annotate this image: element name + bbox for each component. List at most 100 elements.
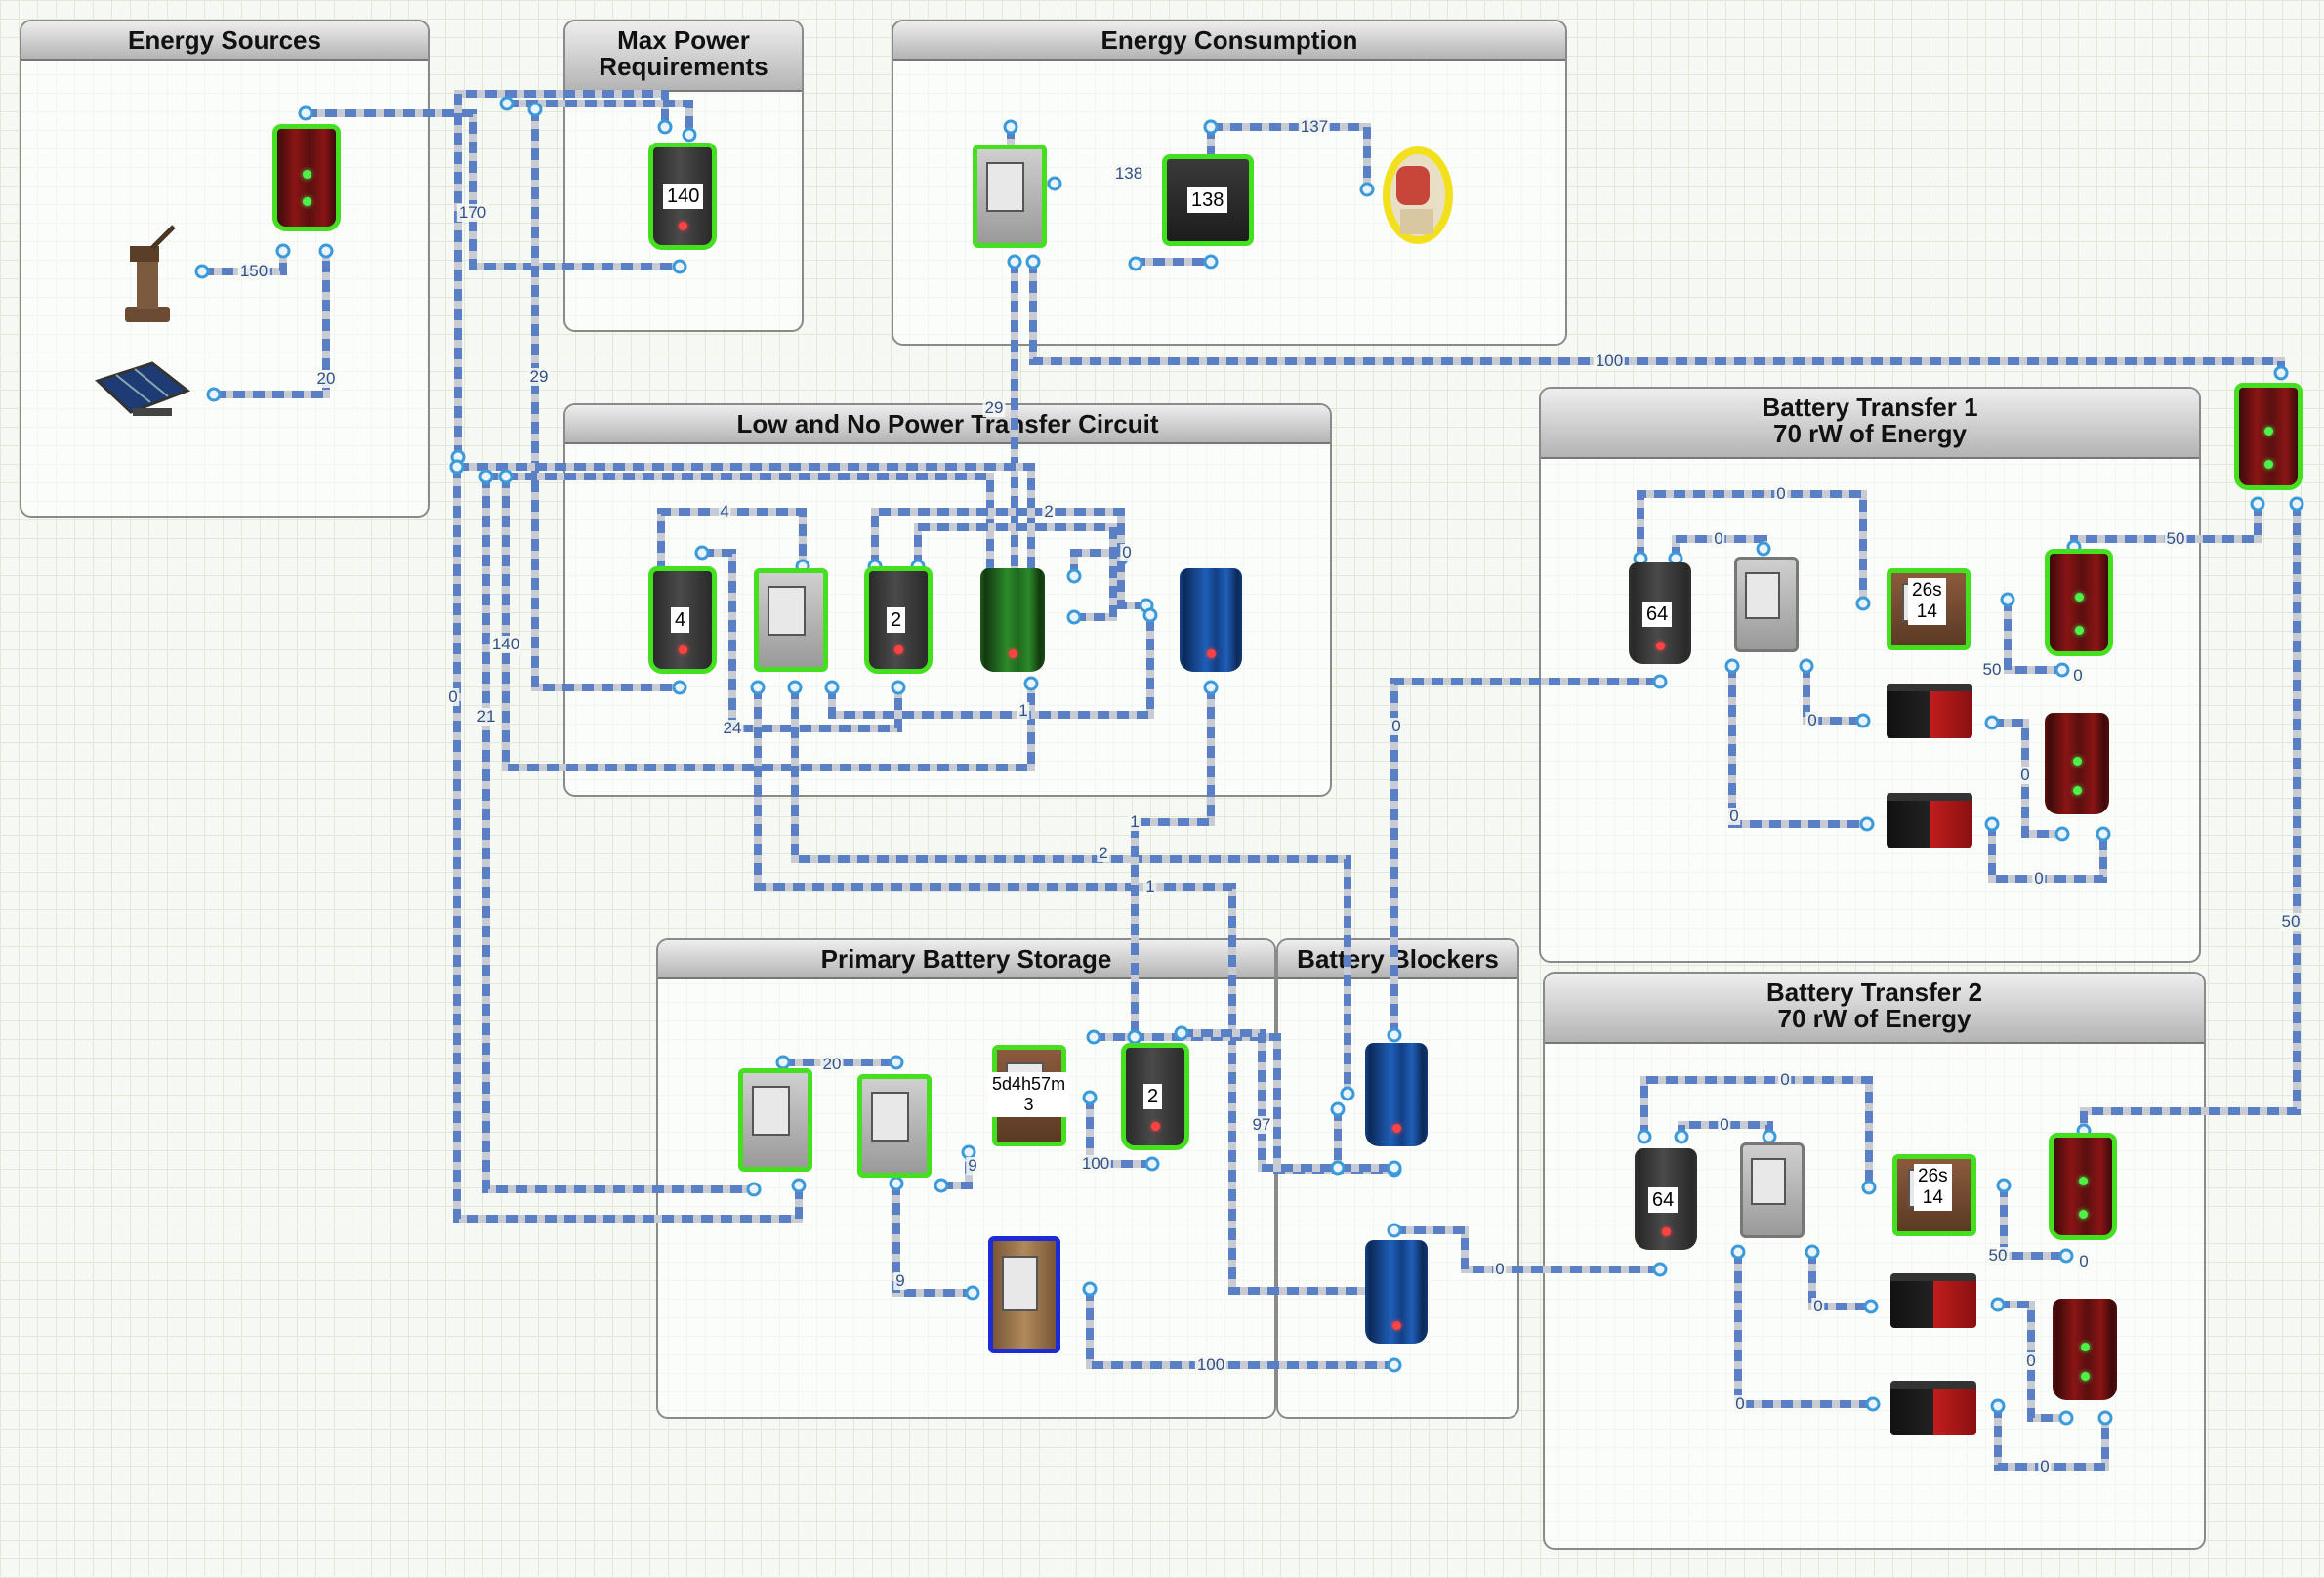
industrial-light-icon[interactable] — [1379, 141, 1457, 248]
wire-port[interactable] — [1023, 676, 1039, 691]
wire[interactable] — [1394, 1226, 1660, 1273]
wire-port[interactable] — [672, 259, 687, 274]
bt2-branch-top[interactable] — [2049, 1133, 2117, 1240]
splitter-box[interactable] — [754, 568, 828, 672]
outer-branch[interactable] — [2234, 383, 2303, 490]
wire[interactable] — [1390, 678, 1660, 1035]
wire-port[interactable] — [1865, 1396, 1881, 1412]
wire-port[interactable] — [682, 127, 697, 143]
group-primary-battery-storage[interactable]: Primary Battery Storage — [656, 938, 1276, 1419]
wire[interactable] — [871, 508, 1125, 566]
solar-panel-icon[interactable] — [84, 361, 191, 418]
wire-port[interactable] — [1007, 254, 1022, 270]
storage-splitter-b[interactable] — [857, 1074, 932, 1178]
wire[interactable] — [892, 1184, 973, 1297]
wire-port[interactable] — [2054, 826, 2070, 842]
wire-port[interactable] — [449, 459, 465, 475]
wire[interactable] — [754, 687, 1381, 1295]
wire-port[interactable] — [750, 680, 766, 695]
wire-port[interactable] — [1203, 680, 1219, 695]
wire-port[interactable] — [2096, 826, 2111, 842]
car-battery[interactable] — [1887, 793, 1972, 848]
wire-port[interactable] — [965, 1285, 980, 1301]
wire-port[interactable] — [1984, 715, 2000, 730]
wire-port[interactable] — [1799, 658, 1814, 674]
wire-port[interactable] — [194, 264, 210, 279]
wire-port[interactable] — [1855, 596, 1871, 611]
wire-port[interactable] — [1855, 713, 1871, 728]
wire-port[interactable] — [2000, 592, 2015, 607]
wire[interactable] — [1029, 262, 2285, 373]
wire-port[interactable] — [657, 119, 673, 135]
storage-splitter-a[interactable] — [738, 1068, 812, 1172]
wire-port[interactable] — [1203, 119, 1219, 135]
wire[interactable] — [2080, 504, 2301, 1131]
wire-port[interactable] — [275, 243, 291, 259]
wire-port[interactable] — [2058, 1410, 2074, 1426]
wire-port[interactable] — [934, 1178, 949, 1193]
wire-port[interactable] — [1142, 607, 1158, 623]
wire-port[interactable] — [1066, 568, 1082, 584]
wire-port[interactable] — [1730, 1244, 1746, 1260]
wire-port[interactable] — [1724, 658, 1740, 674]
wire-port[interactable] — [672, 680, 687, 695]
wire-port[interactable] — [527, 102, 543, 117]
max-power-meter[interactable]: 140 — [648, 143, 717, 250]
wire-port[interactable] — [1861, 1180, 1877, 1195]
wire-port[interactable] — [1652, 674, 1668, 689]
wire-port[interactable] — [1086, 1029, 1101, 1045]
wire-port[interactable] — [1127, 1029, 1142, 1045]
wire-port[interactable] — [1047, 176, 1062, 191]
wire-port[interactable] — [694, 545, 710, 561]
wind-turbine-icon[interactable] — [115, 225, 180, 324]
wire-port[interactable] — [298, 105, 313, 121]
bt1-splitter[interactable] — [1734, 557, 1799, 652]
wire-port[interactable] — [206, 387, 222, 402]
wire-port[interactable] — [498, 469, 514, 484]
wire-port[interactable] — [2054, 662, 2070, 678]
car-battery[interactable] — [1887, 684, 1972, 738]
blue-blocker[interactable] — [1180, 568, 1242, 672]
wire-port[interactable] — [2097, 1410, 2113, 1426]
storage-meter[interactable]: 2 — [1121, 1043, 1189, 1150]
blocker-lower[interactable] — [1365, 1240, 1428, 1344]
large-battery-selected[interactable] — [988, 1236, 1060, 1353]
wire-port[interactable] — [1805, 1244, 1820, 1260]
bt1-branch-top[interactable] — [2045, 549, 2113, 656]
wire-port[interactable] — [1144, 1156, 1160, 1172]
wire-port[interactable] — [1330, 1160, 1346, 1176]
bt2-branch-bottom[interactable] — [2053, 1299, 2117, 1400]
consumer-meter[interactable]: 138 — [1162, 154, 1254, 246]
wire-port[interactable] — [499, 96, 515, 111]
wire[interactable] — [214, 251, 330, 398]
wire-port[interactable] — [1637, 1129, 1652, 1144]
wire-port[interactable] — [318, 243, 334, 259]
wire-port[interactable] — [1203, 254, 1219, 270]
wire[interactable] — [1734, 1252, 1873, 1408]
wire-port[interactable] — [1756, 541, 1771, 557]
wire-port[interactable] — [1340, 1086, 1355, 1101]
wire-port[interactable] — [2250, 496, 2265, 512]
wire-port[interactable] — [1082, 1281, 1098, 1297]
wire-port[interactable] — [1863, 1299, 1879, 1314]
wire-port[interactable] — [1387, 1223, 1402, 1238]
wire-port[interactable] — [1859, 816, 1875, 832]
wire-port[interactable] — [1174, 1025, 1189, 1041]
wire[interactable] — [306, 109, 680, 270]
wire-port[interactable] — [1387, 1357, 1402, 1373]
wire-port[interactable] — [1990, 1297, 2006, 1312]
green-switch[interactable] — [980, 568, 1045, 672]
wire-port[interactable] — [1652, 1262, 1668, 1277]
wire-port[interactable] — [791, 1178, 807, 1193]
wire[interactable] — [454, 90, 669, 457]
wire-port[interactable] — [787, 680, 803, 695]
wire-port[interactable] — [889, 1176, 904, 1191]
wire-port[interactable] — [1082, 1090, 1098, 1105]
wire-port[interactable] — [2273, 365, 2289, 381]
wire-port[interactable] — [824, 680, 840, 695]
splitter-box[interactable] — [973, 145, 1047, 248]
wire-port[interactable] — [1066, 609, 1082, 625]
